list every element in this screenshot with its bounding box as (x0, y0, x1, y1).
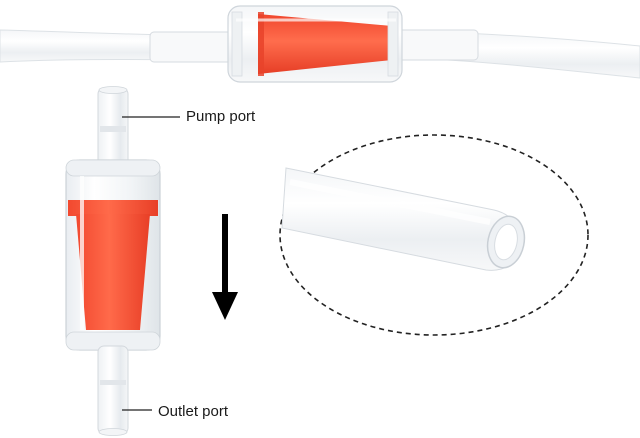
valve-ring (68, 200, 158, 216)
outlet-port-nozzle (97, 345, 129, 435)
valve-insert-top (258, 14, 392, 74)
tube-detail-callout (279, 134, 589, 336)
pump-port-label: Pump port (186, 108, 256, 125)
right-barb (397, 29, 479, 61)
valve-insert (76, 214, 150, 330)
top-tubing-assembly (0, 5, 640, 83)
vertical-check-valve (65, 86, 161, 436)
down-arrow-icon (212, 214, 238, 320)
outlet-port-label: Outlet port (158, 403, 229, 420)
left-barb (149, 31, 233, 63)
